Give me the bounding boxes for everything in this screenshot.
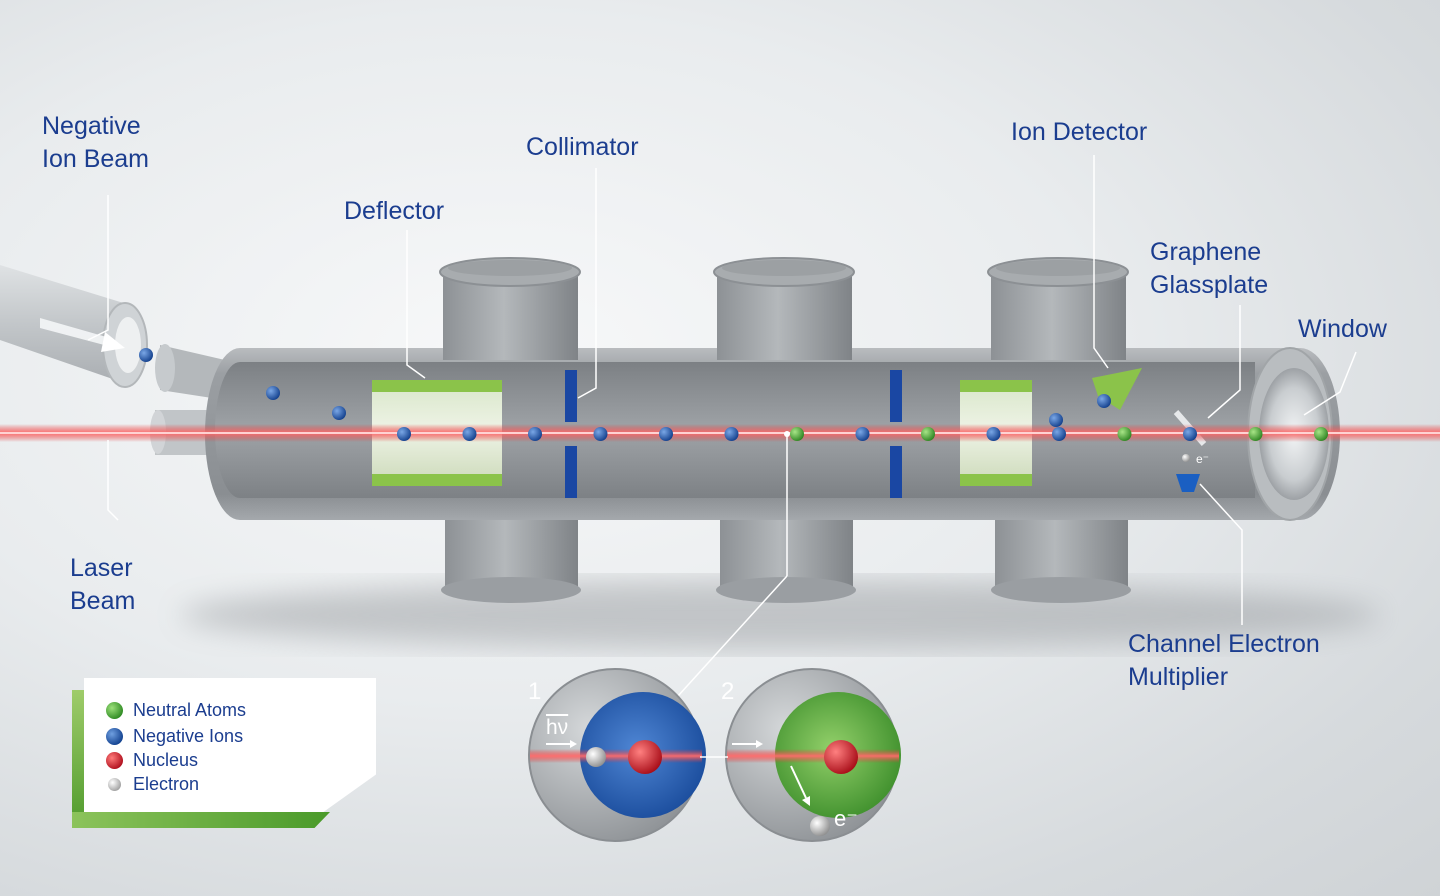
electron-particle	[1182, 454, 1190, 462]
inset-step-1	[528, 668, 706, 842]
laser-beam-label: Laser Beam	[70, 554, 136, 615]
nucleus	[824, 740, 858, 774]
collimator	[565, 370, 902, 498]
photon-label: hν	[546, 716, 569, 739]
graphene-glassplate-label: Graphene Glassplate	[1150, 238, 1269, 299]
upper-flanges	[439, 257, 1129, 360]
negative-ion-particle	[1049, 413, 1063, 427]
negative-ion-particle	[593, 427, 608, 441]
step-2-number: 2	[721, 678, 735, 705]
inset-step-2	[725, 668, 901, 842]
electron-icon	[108, 777, 121, 791]
negative-ion-particle	[266, 386, 280, 400]
legend-accent	[72, 690, 84, 828]
negative-ion-particle	[397, 427, 411, 441]
neutral-atom-particle	[1248, 427, 1263, 441]
deflector-label: Deflector	[344, 197, 445, 225]
leader-lines	[87, 155, 1357, 697]
negative-ion-particle	[528, 427, 542, 441]
neutral-atom-particle	[1117, 427, 1132, 441]
negative-ion-icon	[106, 727, 123, 745]
negative-ion-particle	[462, 427, 477, 441]
legend-item-neutral-atoms: Neutral Atoms	[106, 698, 246, 722]
neutral-atom-particle	[1314, 427, 1328, 441]
step-1-number: 1	[528, 678, 542, 705]
negative-ion-particle	[332, 406, 346, 420]
negative-ion-particle	[1183, 427, 1197, 441]
negative-ion-particle	[724, 427, 739, 441]
negative-ion-particle	[1052, 427, 1066, 441]
legend-item-nucleus: Nucleus	[106, 748, 198, 772]
legend-item-negative-ions: Negative Ions	[106, 724, 243, 748]
negative-ion-beam-label: Negative Ion Beam	[42, 112, 150, 173]
channel-electron-multiplier-label: Channel Electron Multiplier	[1128, 630, 1320, 691]
nucleus	[628, 740, 662, 774]
legend-accent	[72, 812, 330, 828]
legend-item-electron: Electron	[106, 772, 199, 796]
neutral-atom-particle	[921, 427, 935, 441]
negative-ion-particle	[855, 427, 870, 441]
ejected-electron	[810, 816, 830, 836]
nucleus-icon	[106, 751, 123, 769]
window-label: Window	[1298, 315, 1387, 343]
neutral-atom-particle	[790, 427, 804, 441]
channel-electron-multiplier	[1176, 474, 1200, 492]
small-electron-label: e⁻	[1196, 452, 1209, 466]
negative-ion-particle	[659, 427, 673, 441]
ion-beam-arrow	[40, 318, 110, 346]
collimator-label: Collimator	[526, 133, 639, 161]
negative-ion-particle	[986, 427, 1001, 441]
neutral-atom-icon	[106, 701, 123, 719]
legend: Neutral Atoms Negative Ions Nucleus Elec…	[84, 678, 376, 812]
electron-label: e⁻	[834, 806, 858, 831]
electron	[586, 747, 606, 767]
ion-detector-label: Ion Detector	[1011, 118, 1148, 146]
negative-ion-particle	[1097, 394, 1111, 408]
negative-ion-particle	[139, 348, 153, 362]
